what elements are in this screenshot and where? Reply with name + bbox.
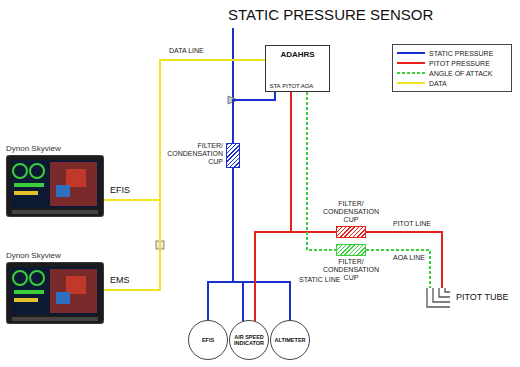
gauge-circle: EFIS: [188, 320, 228, 360]
box-title: ADAHRS: [266, 50, 329, 59]
port-label: STA: [269, 83, 280, 89]
legend-row: DATA: [397, 78, 507, 88]
map-patch: [66, 276, 86, 294]
screen-display: [11, 267, 99, 315]
bar-icon: [14, 290, 44, 294]
screen-name: EFIS: [110, 185, 130, 195]
aoa-line: [307, 92, 336, 250]
screen-display: [11, 160, 99, 208]
gauge-circle: AIR SPEED INDICATOR: [229, 320, 269, 360]
legend-line-sample: [397, 52, 425, 54]
line-label: STATIC LINE: [298, 276, 341, 283]
screen-bezel: [6, 262, 104, 324]
legend-line-sample: [397, 72, 425, 74]
legend-text: STATIC PRESSURE: [429, 50, 493, 57]
legend-swatch: [397, 79, 425, 87]
filter-label: FILTER/ CONDENSATION CUP: [165, 142, 223, 166]
filter-label: FILTER/ CONDENSATION CUP: [322, 200, 380, 224]
bar-icon: [14, 191, 38, 195]
line-label: AOA LINE: [392, 254, 426, 261]
legend-line-sample: [397, 62, 425, 64]
filter-cup: FILTER/ CONDENSATION CUP: [336, 226, 366, 238]
button-row: [12, 317, 98, 321]
map-patch: [66, 169, 86, 187]
port-label: PITOT: [282, 83, 300, 89]
legend-row: ANGLE OF ATTACK: [397, 68, 507, 78]
pitot-line: [366, 232, 442, 288]
screen-map: [50, 162, 97, 206]
screen-name: EMS: [110, 275, 130, 285]
static-line: [233, 92, 275, 143]
data-line: [104, 60, 265, 200]
screen-illustration: [6, 262, 104, 324]
screen-bezel: [6, 155, 104, 217]
gauge-icon: [30, 164, 44, 178]
map-patch: [56, 292, 70, 304]
map-patch: [56, 185, 70, 197]
tube-outline: [427, 288, 450, 307]
legend-text: DATA: [429, 80, 447, 87]
legend-box: STATIC PRESSURE PITOT PRESSURE ANGLE OF AT…: [392, 44, 512, 92]
display-screen: Dynon SkyviewEMS: [6, 262, 104, 324]
legend-swatch: [397, 69, 425, 77]
legend-text: ANGLE OF ATTACK: [429, 70, 493, 77]
line-label: PITOT LINE: [392, 220, 432, 227]
legend-text: PITOT PRESSURE: [429, 60, 490, 67]
port-label: AOA: [301, 83, 314, 89]
legend-row: STATIC PRESSURE: [397, 48, 507, 58]
screen-brand: Dynon Skyview: [6, 251, 61, 260]
pitot-tube-illustration: [410, 288, 450, 310]
bar-icon: [14, 183, 44, 187]
adahrs-box: ADAHRS STAPITOTAOA: [265, 45, 330, 92]
gauge-label: EFIS: [202, 337, 214, 344]
screen-brand: Dynon Skyview: [6, 144, 61, 153]
diagram-title: STATIC PRESSURE SENSOR: [228, 6, 433, 23]
pitot-tube: PITOT TUBE: [410, 288, 450, 310]
gauge-icon: [13, 164, 27, 178]
display-screen: Dynon SkyviewEFIS: [6, 155, 104, 217]
bar-icon: [14, 298, 38, 302]
pitot-line: [255, 92, 291, 321]
legend-swatch: [397, 49, 425, 57]
data-line: [104, 60, 265, 290]
button-row: [12, 210, 98, 214]
static-port-line: [232, 28, 234, 100]
screen-illustration: [6, 155, 104, 217]
static-line: [208, 168, 233, 320]
gauge-circle: ALTIMETER: [270, 320, 310, 360]
static-line: [233, 168, 243, 321]
filter-cup: FILTER/ CONDENSATION CUP: [226, 143, 240, 168]
legend-swatch: [397, 59, 425, 67]
gauge-label: ALTIMETER: [274, 337, 305, 344]
legend-line-sample: [397, 82, 425, 84]
static-line: [233, 168, 290, 320]
gauge-label: AIR SPEED INDICATOR: [233, 334, 265, 347]
screen-map: [50, 269, 97, 313]
filter-cup: FILTER/ CONDENSATION CUP: [336, 244, 366, 256]
legend-row: PITOT PRESSURE: [397, 58, 507, 68]
gauge-icon: [13, 271, 27, 285]
line-label: DATA LINE: [168, 47, 205, 54]
tube-label: PITOT TUBE: [456, 292, 509, 302]
gauge-icon: [30, 271, 44, 285]
